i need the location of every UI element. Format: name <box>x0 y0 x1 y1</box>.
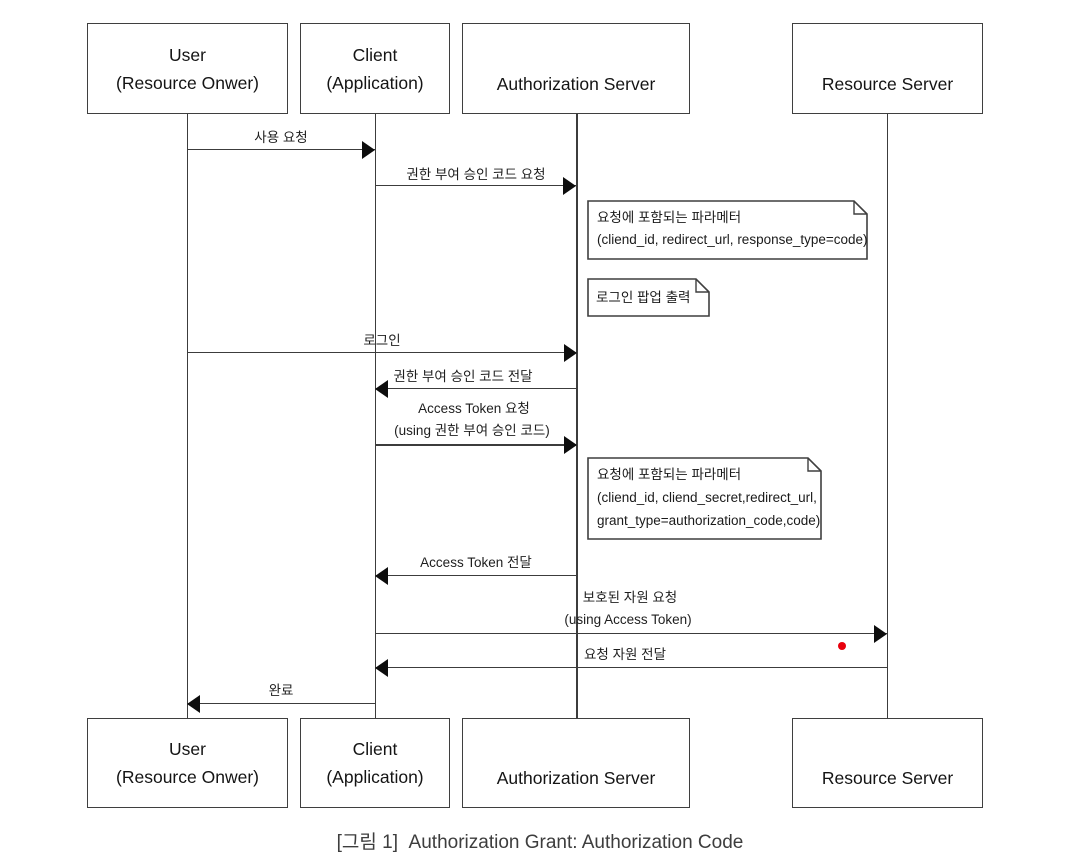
actor-bottom-resource-server: Resource Server <box>792 718 983 808</box>
message-label: 로그인 <box>363 333 401 348</box>
arrowhead-right-icon <box>874 624 887 643</box>
actor-label: Client <box>352 44 398 65</box>
note-line: 로그인 팝업 출력 <box>596 290 691 305</box>
message-line <box>375 387 577 390</box>
message-label: Access Token 요청 <box>418 401 530 416</box>
figure-caption: [그림 1] Authorization Grant: Authorizatio… <box>336 832 744 853</box>
message-line <box>375 444 577 446</box>
message-label: 요청 자원 전달 <box>583 647 667 662</box>
message-line <box>375 632 887 635</box>
message-label: 완료 <box>268 683 294 698</box>
message-label: 권한 부여 승인 코드 요청 <box>406 167 546 182</box>
red-dot <box>838 642 846 650</box>
note-request-parameters-1: 요청에 포함되는 파라메터 (cliend_id, redirect_url, … <box>587 200 868 260</box>
arrowhead-left-icon <box>375 566 388 585</box>
arrowhead-left-icon <box>375 658 388 677</box>
note-shape <box>587 200 868 260</box>
arrowhead-left-icon <box>187 694 200 713</box>
message-sublabel: (using Access Token) <box>564 612 692 627</box>
message-line <box>375 574 577 577</box>
actor-sublabel: (Application) <box>326 767 424 787</box>
actor-label: Resource Server <box>821 768 954 788</box>
note-login-popup: 로그인 팝업 출력 <box>587 278 710 317</box>
arrowhead-left-icon <box>375 379 388 398</box>
actor-bottom-client: Client (Application) <box>300 718 450 808</box>
arrowhead-right-icon <box>564 436 577 454</box>
message-label: 사용 요청 <box>254 130 308 145</box>
note-shape <box>587 457 822 540</box>
message-sublabel: (using 권한 부여 승인 코드) <box>394 423 550 438</box>
message-line <box>187 702 375 705</box>
note-line: (cliend_id, cliend_secret,redirect_url, <box>597 490 817 505</box>
note-line: (cliend_id, redirect_url, response_type=… <box>597 232 868 247</box>
message-line <box>375 666 887 669</box>
actor-sublabel: (Application) <box>326 72 424 93</box>
actor-label: Authorization Server <box>496 768 656 788</box>
note-line: grant_type=authorization_code,code) <box>597 513 821 528</box>
actor-sublabel: (Resource Onwer) <box>116 72 259 93</box>
actor-label: User <box>169 739 206 759</box>
note-shape <box>587 278 710 317</box>
message-line <box>187 351 577 354</box>
arrowhead-right-icon <box>563 176 576 195</box>
actor-top-client: Client (Application) <box>300 23 450 114</box>
actor-label: Resource Server <box>821 74 954 94</box>
actor-bottom-authorization-server: Authorization Server <box>462 718 690 808</box>
message-label: 권한 부여 승인 코드 전달 <box>393 369 533 384</box>
note-line: 요청에 포함되는 파라메터 <box>597 210 742 225</box>
message-line <box>375 184 576 187</box>
actor-label: User <box>169 44 206 65</box>
actor-sublabel: (Resource Onwer) <box>116 767 259 787</box>
lifeline-client <box>374 114 376 718</box>
arrowhead-right-icon <box>362 140 375 159</box>
arrowhead-right-icon <box>564 343 577 362</box>
lifeline-user <box>186 114 188 718</box>
note-line: 요청에 포함되는 파라메터 <box>597 467 742 482</box>
actor-top-user: User (Resource Onwer) <box>87 23 288 114</box>
note-request-parameters-2: 요청에 포함되는 파라메터 (cliend_id, cliend_secret,… <box>587 457 822 540</box>
message-line <box>187 148 375 151</box>
actor-label: Client <box>352 739 398 759</box>
actor-bottom-user: User (Resource Onwer) <box>87 718 288 808</box>
actor-top-resource-server: Resource Server <box>792 23 983 114</box>
lifeline-authorization-server <box>576 114 578 718</box>
message-label: Access Token 전달 <box>420 555 532 570</box>
lifeline-resource-server <box>886 114 888 718</box>
actor-top-authorization-server: Authorization Server <box>462 23 690 114</box>
message-label: 보호된 자원 요청 <box>582 590 678 605</box>
actor-label: Authorization Server <box>496 74 656 94</box>
